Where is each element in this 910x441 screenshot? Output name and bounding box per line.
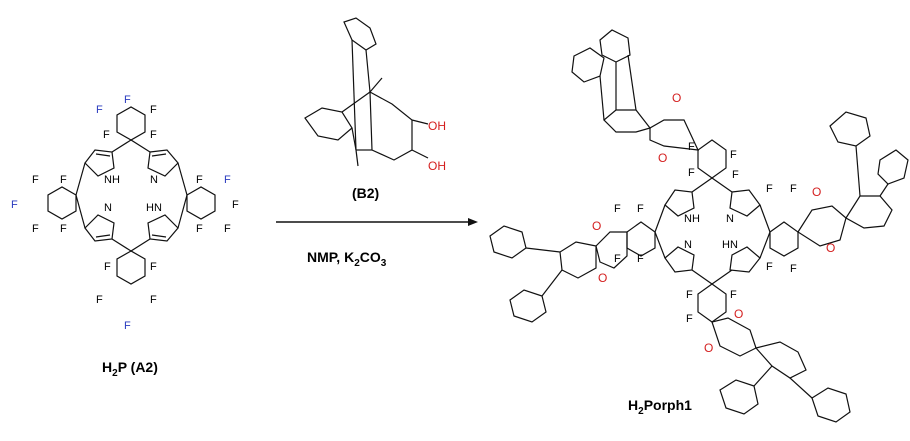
atom-f-a2-4: F xyxy=(103,129,110,141)
atom-oh-b2-1: OH xyxy=(428,119,446,133)
triptycene-catechol-b2 xyxy=(304,17,429,167)
atom-n-product-bottom: N xyxy=(684,239,692,251)
c6f5-rings-a2 xyxy=(47,106,216,285)
atom-f-a2-16: F xyxy=(104,261,111,273)
atom-hn-a2: HN xyxy=(146,202,162,214)
atom-f-p-10: F xyxy=(637,203,644,215)
c6f4-rings-product xyxy=(626,139,799,323)
atom-f-p-9: F xyxy=(614,203,621,215)
reaction-conditions: NMP, K2CO3 xyxy=(307,249,387,269)
atom-f-p-2: F xyxy=(688,167,695,179)
atom-n-a2-bottom: N xyxy=(104,202,112,214)
atom-f-a2-1: F xyxy=(124,94,131,106)
label-h2p-a2: H2P (A2) xyxy=(102,359,158,379)
atom-o-p-3: O xyxy=(812,185,821,199)
atom-n-product-top: N xyxy=(726,213,734,225)
porphyrin-core-product xyxy=(654,177,771,285)
atom-f-a2-3: F xyxy=(150,104,157,116)
reaction-arrow xyxy=(276,218,478,226)
molecule-b2: OH OH (B2) xyxy=(304,17,446,201)
atom-f-a2-14: F xyxy=(196,223,203,235)
atom-f-a2-18: F xyxy=(96,294,103,306)
label-b2: (B2) xyxy=(352,185,379,201)
atom-o-p-7: O xyxy=(704,341,713,355)
atom-o-p-1: O xyxy=(672,91,681,105)
atom-f-p-6: F xyxy=(790,183,797,195)
atom-f-a2-9: F xyxy=(60,174,67,186)
atom-o-p-2: O xyxy=(658,151,667,165)
atom-f-a2-19: F xyxy=(150,294,157,306)
label-h2porph1: H2Porph1 xyxy=(628,397,692,417)
atom-f-a2-6: F xyxy=(32,174,39,186)
atom-f-p-14: F xyxy=(730,289,737,301)
atom-n-a2-top: N xyxy=(150,174,158,186)
atom-o-p-4: O xyxy=(826,241,835,255)
porphyrin-core-a2 xyxy=(75,139,188,252)
atom-f-a2-5: F xyxy=(150,129,157,141)
atom-f-p-4: F xyxy=(732,169,739,181)
atom-o-p-5: O xyxy=(592,219,601,233)
atom-f-p-1: F xyxy=(688,141,695,153)
atom-f-p-12: F xyxy=(637,253,644,265)
atom-f-a2-17: F xyxy=(150,261,157,273)
triptycene-arms-product xyxy=(489,29,909,423)
atom-f-p-8: F xyxy=(790,263,797,275)
atom-f-p-7: F xyxy=(766,261,773,273)
atom-f-p-11: F xyxy=(614,253,621,265)
atom-nh-a2: NH xyxy=(104,174,120,186)
atom-f-a2-15: F xyxy=(224,223,231,235)
atom-f-a2-12: F xyxy=(224,174,231,186)
atom-f-p-5: F xyxy=(766,183,773,195)
atom-f-p-15: F xyxy=(686,313,693,325)
atom-nh-product: NH xyxy=(684,213,700,225)
molecule-h2p-a2: NH N N HN F F F F F F F F F F F F F F F … xyxy=(11,94,239,379)
atom-f-p-13: F xyxy=(686,289,693,301)
atom-f-a2-8: F xyxy=(11,199,18,211)
atom-f-a2-2: F xyxy=(96,104,103,116)
atom-f-p-3: F xyxy=(730,149,737,161)
atom-f-a2-20: F xyxy=(124,320,131,332)
atom-o-p-6: O xyxy=(598,271,607,285)
atom-f-a2-11: F xyxy=(196,174,203,186)
atom-f-a2-10: F xyxy=(60,223,67,235)
atom-o-p-8: O xyxy=(734,307,743,321)
molecule-h2porph1: NH N N HN F F F F F F F F F F F F F F F xyxy=(489,29,909,423)
atom-oh-b2-2: OH xyxy=(428,159,446,173)
atom-f-a2-7: F xyxy=(32,223,39,235)
atom-hn-product: HN xyxy=(722,239,738,251)
atom-f-a2-13: F xyxy=(232,199,239,211)
